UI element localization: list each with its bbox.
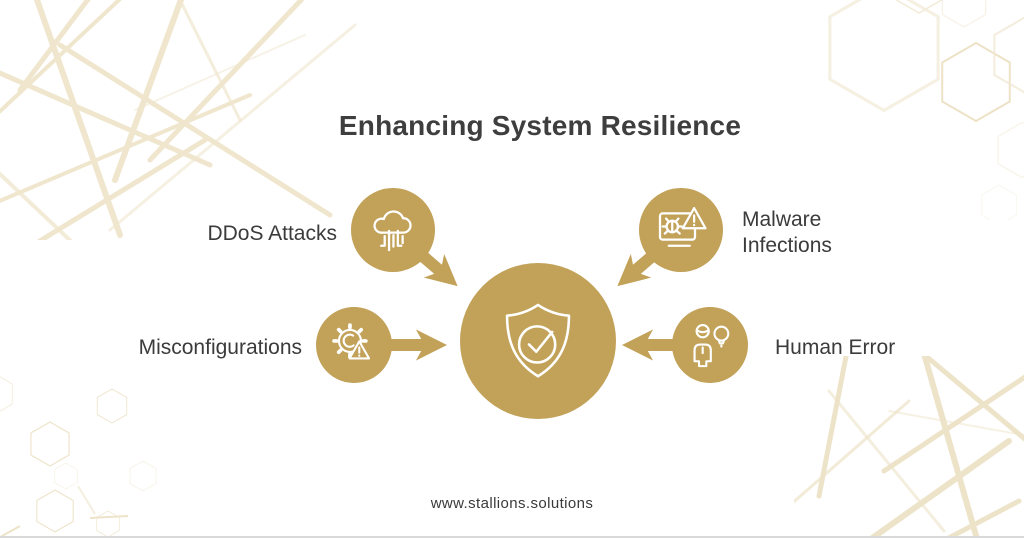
node-label-ddos: DDoS Attacks (207, 222, 337, 245)
node-ddos (351, 188, 435, 272)
node-misconfigurations (316, 307, 392, 383)
website-url: www.stallions.solutions (430, 495, 594, 512)
center-shield-node (460, 263, 616, 419)
node-label-malware: Malware Infections (742, 208, 832, 257)
monitor-bug-warning-icon (658, 206, 707, 247)
node-human-error (672, 307, 748, 383)
person-idea-icon (693, 324, 730, 368)
node-label-misconfigurations: Misconfigurations (138, 336, 302, 359)
cloud-circuit-icon (373, 210, 412, 252)
gear-warning-icon (332, 323, 371, 360)
page-title: Enhancing System Resilience (338, 110, 742, 141)
node-malware (639, 188, 723, 272)
shield-check-icon (505, 303, 571, 378)
node-label-human-error: Human Error (775, 336, 896, 359)
